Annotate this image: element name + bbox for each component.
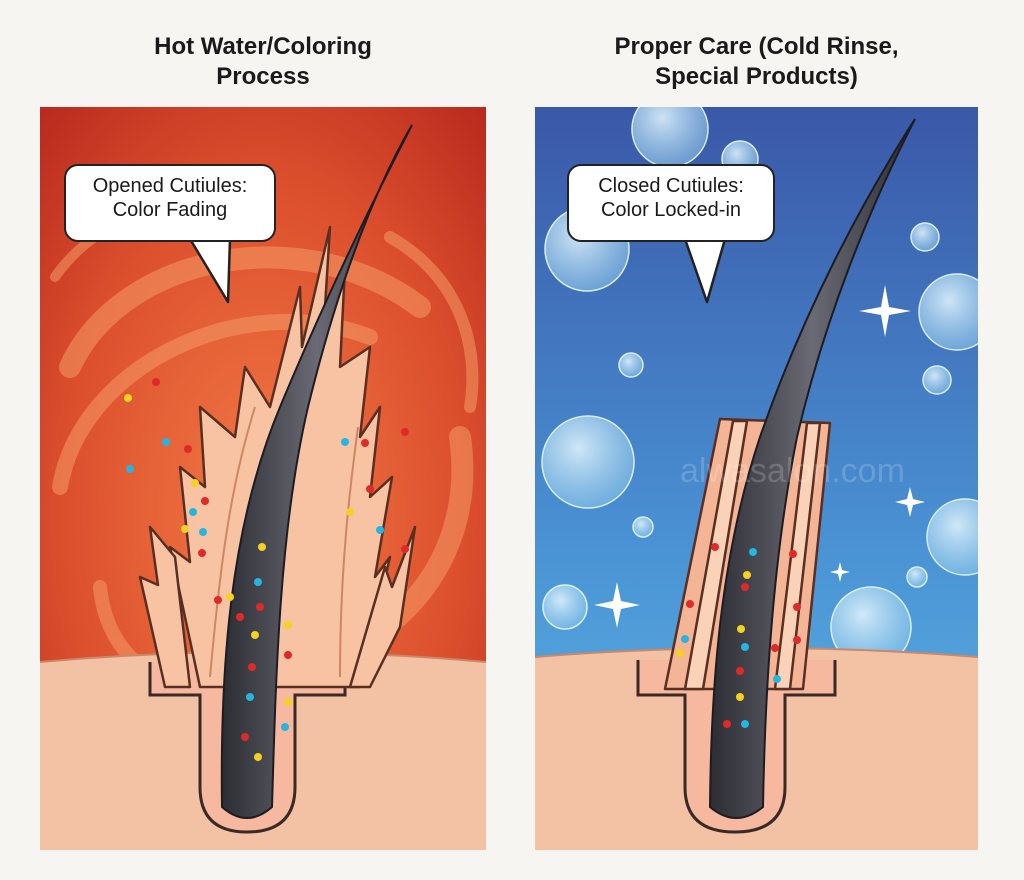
right-panel-title: Proper Care (Cold Rinse, Special Product… <box>535 32 978 92</box>
right-title-line-2: Special Products) <box>655 63 858 90</box>
callout-line-1: Closed Cutiules: <box>598 175 744 197</box>
hair-shaft <box>220 124 413 819</box>
left-panel-title: Hot Water/Coloring Process <box>40 32 486 92</box>
hair-shaft <box>708 118 916 819</box>
closed-cuticles-callout: Closed Cutiules: Color Locked-in <box>567 164 775 242</box>
closed-cuticle-illustration <box>535 107 978 850</box>
opened-cuticles-callout: Opened Cutiules: Color Fading <box>64 164 276 242</box>
right-title-line-1: Proper Care (Cold Rinse, <box>614 33 899 60</box>
callout-line-1: Opened Cutiules: <box>92 175 248 197</box>
watermark: alwasalon.com <box>680 452 905 490</box>
proper-care-panel <box>535 107 978 850</box>
callout-line-2: Color Fading <box>112 199 228 221</box>
locked-pigments <box>676 543 801 728</box>
escaping-pigments <box>124 378 409 761</box>
left-title-line-2: Process <box>216 63 310 90</box>
callout-line-2: Color Locked-in <box>600 199 742 221</box>
sparkle-icons <box>594 285 925 628</box>
left-title-line-1: Hot Water/Coloring <box>154 33 372 60</box>
